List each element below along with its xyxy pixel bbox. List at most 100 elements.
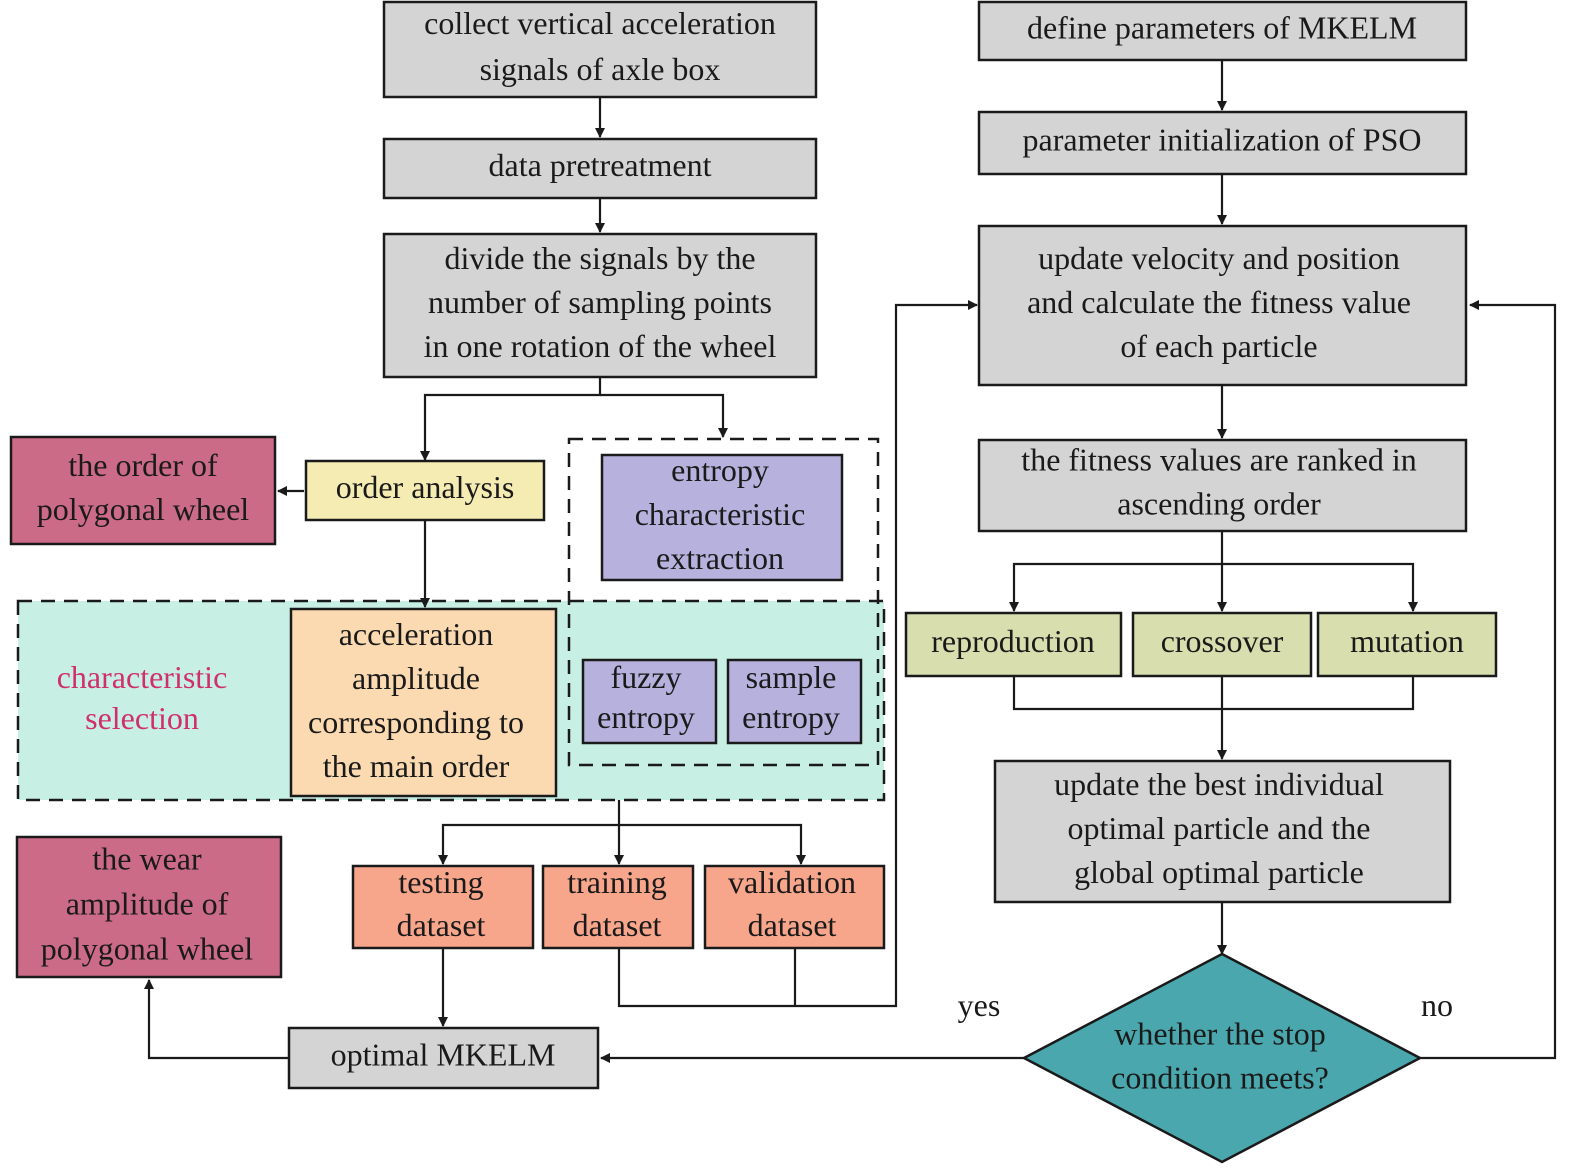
node-text-line: optimal MKELM bbox=[331, 1036, 556, 1072]
node-text-line: data pretreatment bbox=[489, 147, 712, 183]
node-entropy-extraction-text: entropy characteristic extraction bbox=[635, 452, 806, 576]
node-fuzzy-entropy: fuzzy entropy bbox=[581, 658, 718, 745]
node-text-line: testing bbox=[398, 864, 483, 900]
node-testing-dataset-text: testing dataset bbox=[397, 864, 486, 943]
node-text-line: characteristic bbox=[635, 496, 806, 532]
node-text-line: characteristic bbox=[57, 659, 228, 695]
node-text-line: the wear bbox=[92, 840, 202, 876]
edge-divide-entropy bbox=[600, 393, 728, 438]
node-polygonal-order: the order of polygonal wheel bbox=[9, 435, 277, 546]
edge-train-val-loop bbox=[617, 300, 978, 1008]
edge-ranked-split bbox=[1009, 531, 1224, 612]
node-mutation-text: mutation bbox=[1350, 623, 1464, 659]
node-text-line: sample bbox=[746, 659, 837, 695]
node-text-line: extraction bbox=[656, 540, 784, 576]
node-order-analysis: order analysis bbox=[304, 459, 546, 522]
yes-label: yes bbox=[958, 987, 1001, 1023]
node-update-velocity: update velocity and position and calculat… bbox=[977, 224, 1468, 387]
connectors bbox=[144, 60, 1557, 1063]
node-text-line: parameter initialization of PSO bbox=[1023, 121, 1422, 157]
node-text-line: number of sampling points bbox=[428, 284, 772, 320]
node-optimal-mkelm-text: optimal MKELM bbox=[331, 1036, 556, 1072]
node-text-line: crossover bbox=[1161, 623, 1284, 659]
node-text-line: in one rotation of the wheel bbox=[424, 328, 777, 364]
node-crossover-text: crossover bbox=[1161, 623, 1284, 659]
edge-stop-no bbox=[1420, 300, 1557, 1060]
node-text-line: entropy bbox=[597, 699, 695, 735]
node-text-line: entropy bbox=[671, 452, 769, 488]
node-divide-signals-text: divide the signals by the number of sampl… bbox=[424, 240, 777, 364]
node-text-line: and calculate the fitness value bbox=[1027, 284, 1411, 320]
node-text-line: training bbox=[567, 864, 667, 900]
node-fitness-ranked-text: the fitness values are ranked in ascendin… bbox=[1021, 441, 1416, 521]
node-text-line: whether the stop bbox=[1114, 1015, 1326, 1051]
node-text-line: update the best individual bbox=[1054, 766, 1384, 802]
node-divide-signals: divide the signals by the number of sampl… bbox=[382, 232, 818, 379]
node-collect-signals-text: collect vertical acceleration signals of … bbox=[424, 5, 776, 87]
node-text-line: corresponding to bbox=[308, 704, 524, 740]
edge-to-mutation bbox=[1222, 562, 1418, 612]
node-entropy-extraction: entropy characteristic extraction bbox=[600, 452, 844, 582]
node-text-line: dataset bbox=[397, 907, 486, 943]
edge-selection-datasets bbox=[438, 800, 621, 865]
edge-divide-split bbox=[420, 377, 602, 461]
node-text-line: reproduction bbox=[931, 623, 1095, 659]
node-text-line: define parameters of MKELM bbox=[1027, 9, 1417, 45]
node-data-pretreatment: data pretreatment bbox=[382, 137, 818, 200]
node-text-line: mutation bbox=[1350, 623, 1464, 659]
node-training-dataset: training dataset bbox=[541, 864, 695, 950]
node-define-parameters: define parameters of MKELM bbox=[977, 0, 1468, 62]
node-fuzzy-entropy-text: fuzzy entropy bbox=[597, 659, 695, 735]
node-text-line: the fitness values are ranked in bbox=[1021, 441, 1416, 477]
node-reproduction: reproduction bbox=[904, 611, 1123, 678]
node-text-line: condition meets? bbox=[1111, 1059, 1329, 1095]
node-collect-signals: collect vertical acceleration signals of … bbox=[382, 0, 818, 99]
node-pso-initialization: parameter initialization of PSO bbox=[977, 110, 1468, 176]
node-stop-condition: whether the stop condition meets? bbox=[1021, 952, 1423, 1164]
node-define-parameters-text: define parameters of MKELM bbox=[1027, 9, 1417, 45]
node-text-line: dataset bbox=[573, 907, 662, 943]
node-text-line: fuzzy bbox=[610, 659, 681, 695]
node-text-line: amplitude of bbox=[66, 885, 229, 921]
node-text-line: update velocity and position bbox=[1038, 240, 1400, 276]
edge-mkelm-wear bbox=[144, 979, 289, 1060]
node-reproduction-text: reproduction bbox=[931, 623, 1095, 659]
no-label: no bbox=[1421, 987, 1453, 1023]
node-update-velocity-text: update velocity and position and calculat… bbox=[1027, 240, 1411, 364]
node-text-line: entropy bbox=[742, 699, 840, 735]
node-text-line: the order of bbox=[68, 447, 218, 483]
edge-to-validation bbox=[619, 823, 806, 865]
node-text-line: polygonal wheel bbox=[37, 491, 250, 527]
node-testing-dataset: testing dataset bbox=[351, 864, 535, 950]
node-sample-entropy: sample entropy bbox=[726, 658, 863, 745]
node-text-line: ascending order bbox=[1117, 485, 1321, 521]
node-polygonal-order-text: the order of polygonal wheel bbox=[37, 447, 250, 527]
node-text-line: order analysis bbox=[336, 469, 515, 505]
node-text-line: signals of axle box bbox=[480, 51, 721, 87]
node-training-dataset-text: training dataset bbox=[567, 864, 667, 943]
node-stop-condition-text: whether the stop condition meets? bbox=[1111, 1015, 1329, 1095]
node-text-line: collect vertical acceleration bbox=[424, 5, 776, 41]
node-text-line: the main order bbox=[323, 748, 510, 784]
node-optimal-mkelm: optimal MKELM bbox=[287, 1026, 600, 1090]
node-order-analysis-text: order analysis bbox=[336, 469, 515, 505]
node-text-line: of each particle bbox=[1120, 328, 1317, 364]
node-text-line: divide the signals by the bbox=[444, 240, 755, 276]
entropy-group-region bbox=[567, 437, 880, 767]
edge-operators-join bbox=[1012, 676, 1415, 711]
node-text-line: acceleration bbox=[339, 616, 494, 652]
node-mutation: mutation bbox=[1316, 611, 1498, 678]
node-crossover: crossover bbox=[1131, 611, 1313, 678]
node-pso-initialization-text: parameter initialization of PSO bbox=[1023, 121, 1422, 157]
